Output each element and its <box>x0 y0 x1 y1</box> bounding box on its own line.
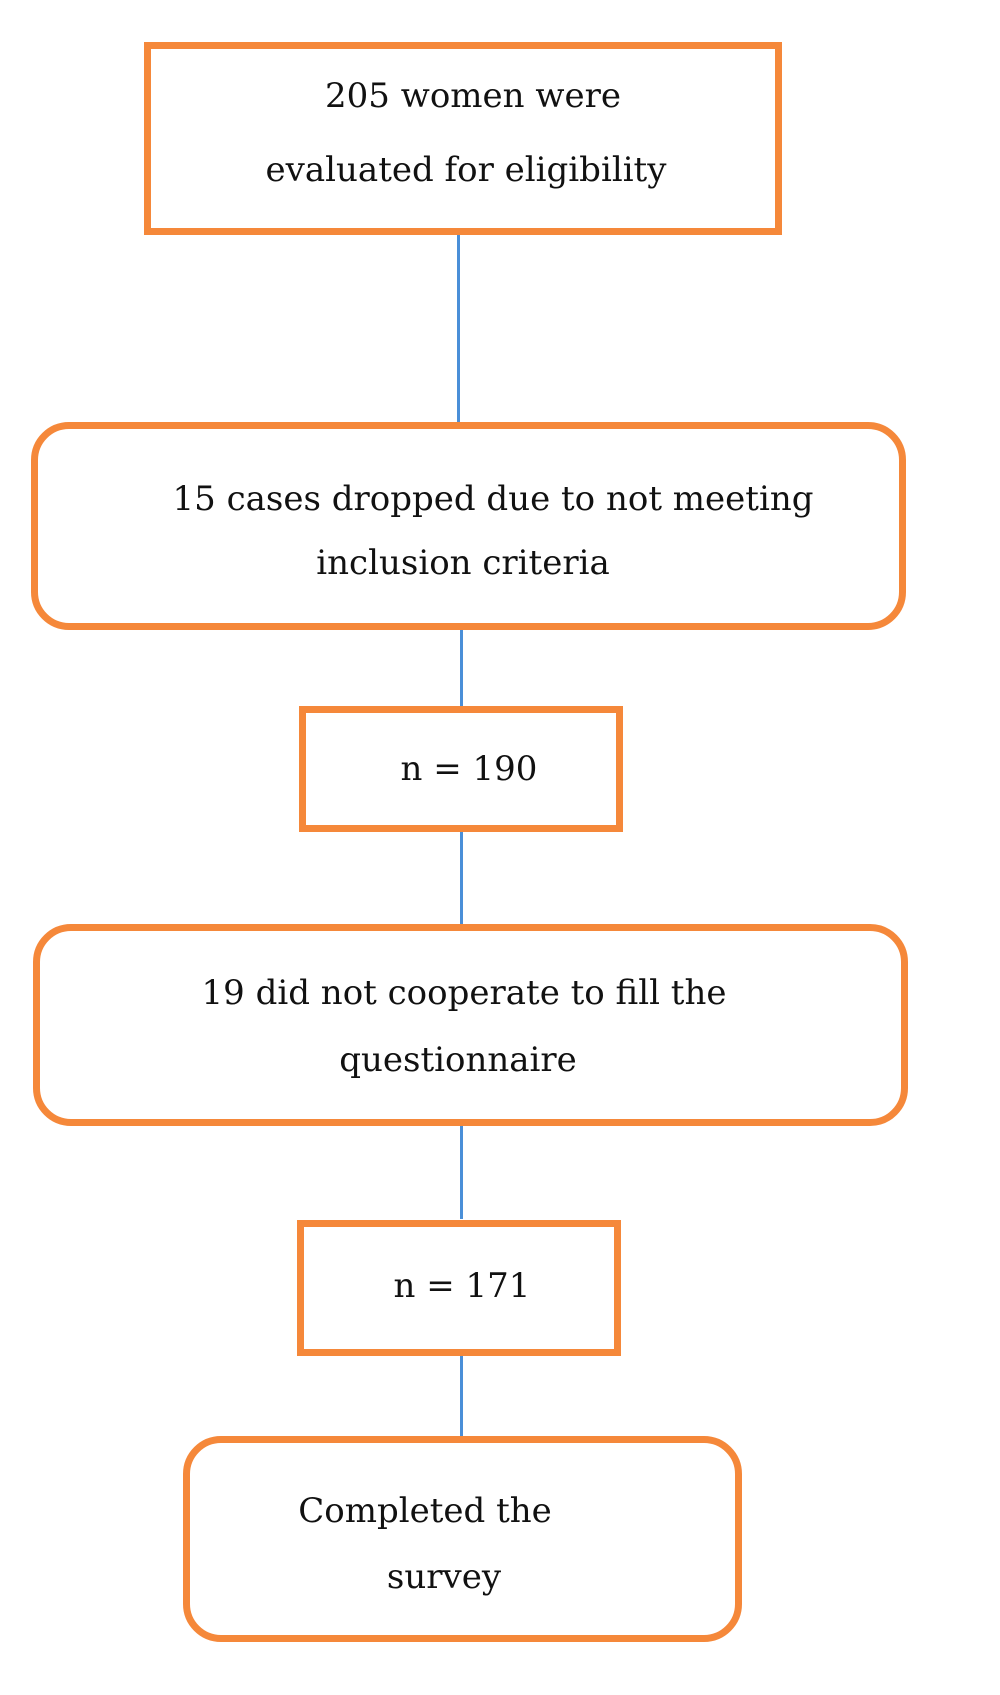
completed-line-1: Completed the <box>298 1491 552 1531</box>
connector-remaining-noncooperative <box>460 829 463 927</box>
excluded-box <box>31 422 906 630</box>
excluded-line-1: 15 cases dropped due to not meeting <box>172 479 814 519</box>
excluded-line-2: inclusion criteria <box>316 543 610 583</box>
remaining-box <box>299 706 623 832</box>
noncooperative-box <box>33 924 908 1126</box>
final-box <box>297 1220 621 1356</box>
screened-box <box>144 42 782 235</box>
connector-noncooperative-final <box>460 1123 463 1219</box>
completed-box <box>183 1436 742 1642</box>
noncooperative-line-1: 19 did not cooperate to fill the <box>201 973 727 1013</box>
final-line-1: n = 171 <box>393 1266 531 1306</box>
remaining-line-1: n = 190 <box>400 749 538 789</box>
connector-excluded-remaining <box>460 628 463 708</box>
noncooperative-line-2: questionnaire <box>339 1040 577 1080</box>
connector-screened-excluded <box>457 234 460 425</box>
connector-final-completed <box>460 1355 463 1439</box>
completed-line-2: survey <box>386 1557 502 1597</box>
screened-line-1: 205 women were <box>325 76 621 116</box>
screened-line-2: evaluated for eligibility <box>265 150 667 190</box>
